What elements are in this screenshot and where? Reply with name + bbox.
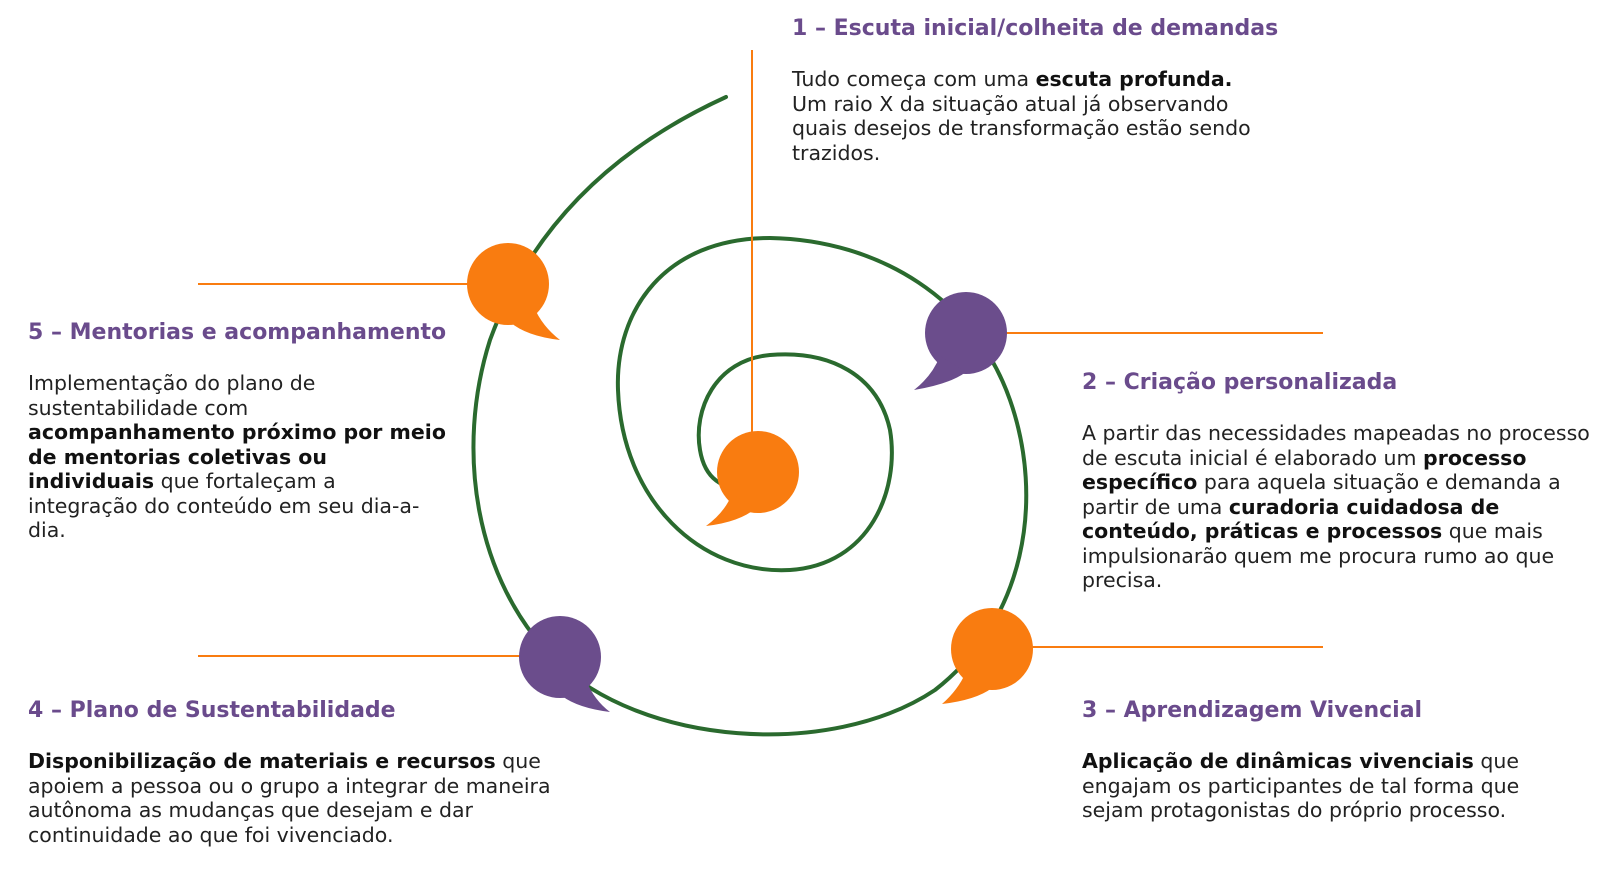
step-4-block: 4 – Plano de Sustentabilidade Disponibil… — [28, 698, 588, 847]
step-3-description: Aplicação de dinâmicas vivenciais que en… — [1082, 749, 1542, 823]
step-4-bubble-marker — [519, 616, 610, 712]
step-4-description: Disponibilização de materiais e recursos… — [28, 749, 568, 847]
step-1-title: 1 – Escuta inicial/colheita de demandas — [792, 16, 1279, 41]
step-4-title: 4 – Plano de Sustentabilidade — [28, 698, 396, 723]
step-2-text-segment: que mais impulsionarão quem me procura r… — [1082, 519, 1555, 592]
step-3-title: 3 – Aprendizagem Vivencial — [1082, 698, 1423, 723]
step-1-text-segment: Um raio X da situação atual já observand… — [792, 91, 1251, 165]
step-5-text-segment: que fortaleçam a integração do conteúdo … — [28, 469, 420, 542]
step-3-bubble-marker — [942, 608, 1033, 704]
step-1-block: 1 – Escuta inicial/colheita de demandas … — [792, 16, 1352, 165]
step-2-bubble-marker — [914, 292, 1007, 390]
step-5-block: 5 – Mentorias e acompanhamento Implement… — [28, 320, 488, 543]
step-1-description: Tudo começa com uma escuta profunda. Um … — [792, 67, 1262, 165]
step-1-bubble-marker — [706, 431, 799, 526]
step-4-text-segment: que apoiem a pessoa ou o grupo a integra… — [28, 749, 551, 847]
step-1-text-segment: Tudo começa com uma — [792, 67, 1036, 91]
step-4-text-segment: Disponibilização de materiais e recursos — [28, 749, 496, 773]
step-2-text-segment: curadoria cuidadosa de conteúdo, prática… — [1082, 494, 1500, 544]
step-5-title: 5 – Mentorias e acompanhamento — [28, 320, 447, 345]
step-2-text-segment: A partir das necessidades mapeadas no pr… — [1082, 421, 1590, 470]
step-2-title: 2 – Criação personalizada — [1082, 370, 1398, 395]
step-1-text-segment: escuta profunda. — [1035, 67, 1233, 91]
step-5-bubble-marker — [467, 243, 560, 340]
spiral-line — [471, 95, 1029, 737]
step-5-description: Implementação do plano de sustentabilida… — [28, 371, 448, 543]
step-2-text-segment: para aquela situação e demanda a partir … — [1082, 470, 1561, 519]
step-2-text-segment: processo específico — [1082, 445, 1527, 495]
step-5-text-segment: acompanhamento próximo por meio de mento… — [28, 420, 446, 493]
step-2-block: 2 – Criação personalizada A partir das n… — [1082, 370, 1600, 593]
step-3-text-segment: Aplicação de dinâmicas vivenciais — [1082, 749, 1474, 773]
step-2-description: A partir das necessidades mapeadas no pr… — [1082, 421, 1592, 593]
step-5-text-segment: Implementação do plano de sustentabilida… — [28, 371, 316, 420]
step-3-text-segment: que engajam os participantes de tal form… — [1082, 749, 1520, 822]
step-3-block: 3 – Aprendizagem Vivencial Aplicação de … — [1082, 698, 1600, 823]
